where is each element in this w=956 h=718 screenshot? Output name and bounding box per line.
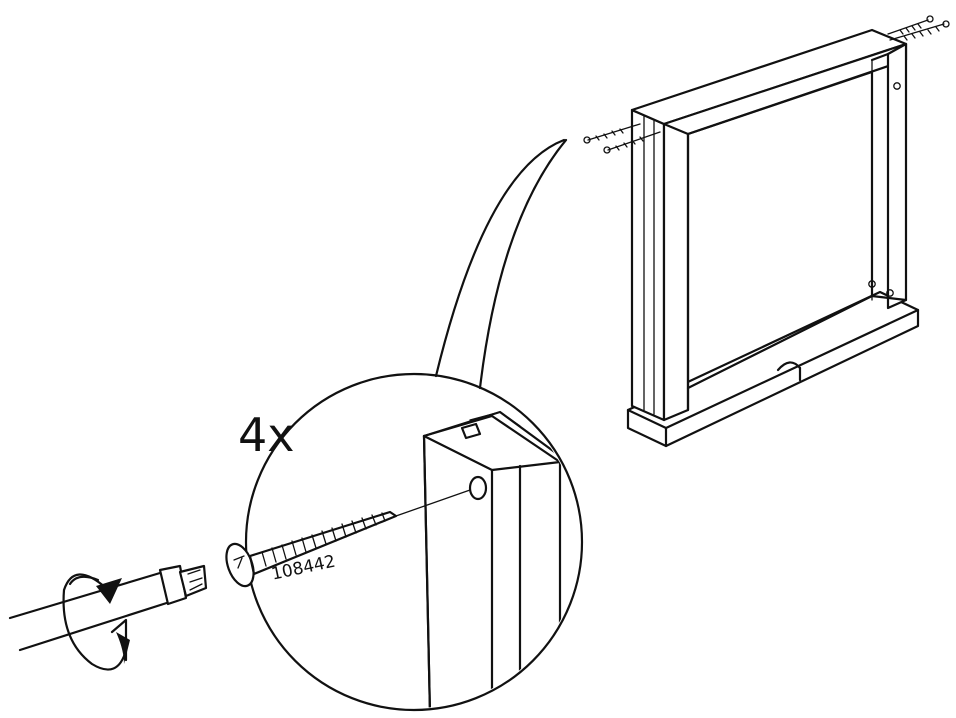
screw-icon: [583, 123, 661, 154]
screwdriver-icon: [8, 564, 208, 671]
screw-icon: [887, 15, 950, 41]
drawer-frame-illustration: [583, 15, 950, 448]
clockwise-rotation-arrow-icon: [62, 573, 130, 671]
screw-icon: [225, 489, 471, 588]
quantity-label: 4x: [238, 408, 295, 462]
detail-callout: [225, 138, 584, 712]
